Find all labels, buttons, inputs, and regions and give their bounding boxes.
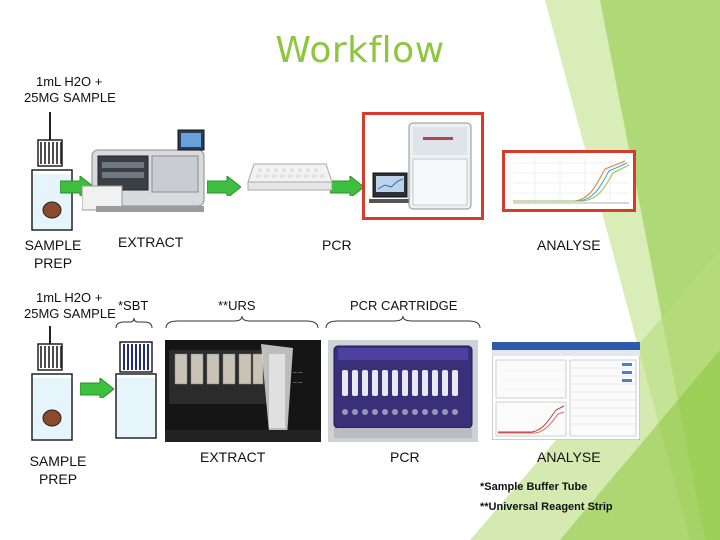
bracket-sbt [115, 317, 153, 329]
flow-arrow-icon [80, 378, 114, 398]
page-title: Workflow [275, 30, 445, 71]
pcr-cartridge-label: PCR CARTRIDGE [350, 298, 458, 313]
sbt-label: *SBT [118, 298, 149, 313]
row2-input-label: 1mL H2O + 25MG SAMPLE [24, 290, 116, 321]
row1-pcr-label: PCR [322, 237, 352, 253]
urs-label: **URS [218, 298, 256, 313]
sample-tube-icon [31, 112, 73, 231]
row2-analyse-label: ANALYSE [537, 449, 601, 465]
pcr-instrument-image [369, 122, 472, 210]
row1-input-label: 1mL H2O + 25MG SAMPLE [24, 74, 116, 105]
svg-text:— —: — — [293, 370, 302, 375]
sample-buffer-tube-icon [115, 341, 157, 439]
row1-analyse-label: ANALYSE [537, 237, 601, 253]
pcr-instrument-frame [362, 112, 484, 220]
analysis-software-image [492, 342, 640, 440]
reagent-strip-image: — — — — [165, 340, 321, 442]
sample-tube-icon [31, 326, 73, 441]
row1-extract-label: EXTRACT [118, 234, 184, 250]
amplification-plot-image [505, 153, 633, 209]
row2-sample-prep-label: SAMPLE PREP [29, 453, 87, 487]
flow-arrow-icon [207, 176, 241, 196]
row2-extract-label: EXTRACT [200, 449, 266, 465]
amplification-plot-frame [502, 150, 636, 212]
bracket-cartridge [325, 315, 481, 329]
pcr-plate-image [247, 163, 332, 191]
extraction-instrument-image [82, 129, 205, 212]
footnote-urs: **Universal Reagent Strip [480, 501, 613, 513]
bracket-urs [165, 315, 319, 329]
svg-text:— —: — — [293, 380, 302, 385]
row1-sample-prep-label: SAMPLE PREP [24, 237, 82, 271]
pcr-cartridge-image [328, 340, 478, 442]
row2-pcr-label: PCR [390, 449, 420, 465]
footnote-sbt: *Sample Buffer Tube [480, 481, 588, 493]
flow-arrow-icon [330, 176, 364, 196]
